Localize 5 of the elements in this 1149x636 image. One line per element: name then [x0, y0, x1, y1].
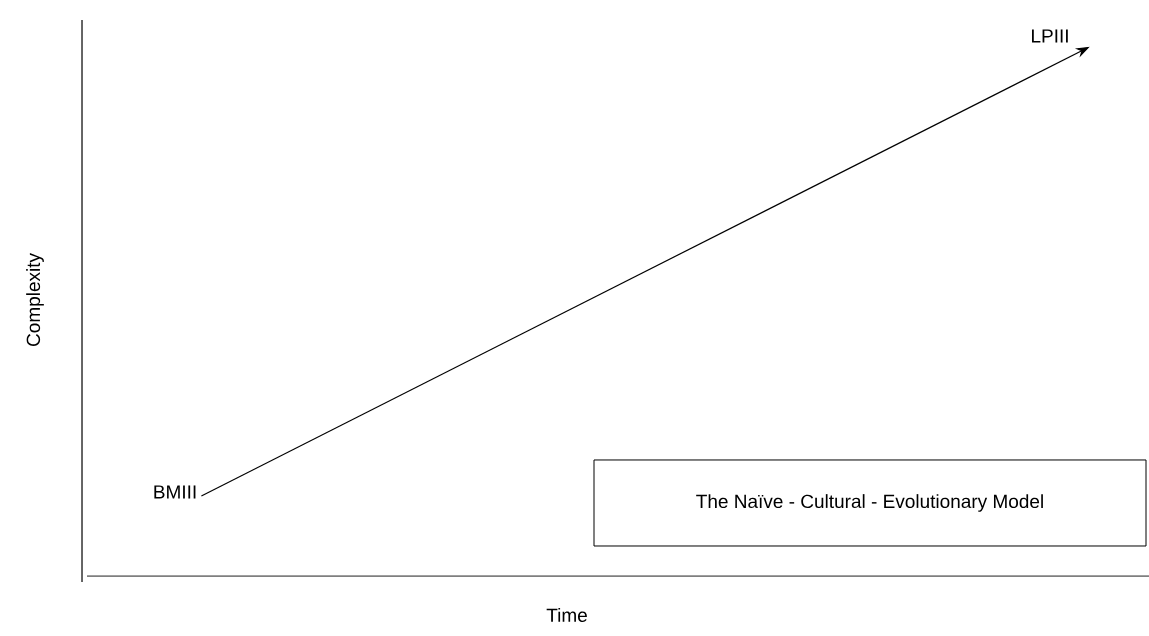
- axis-label: Time: [546, 608, 587, 622]
- point-label: BMIII: [154, 485, 196, 499]
- point-label: LPIII: [1032, 29, 1068, 43]
- axis-label: Complexity: [26, 253, 44, 346]
- model-box: The Naïve - Cultural - Evolutionary Model: [593, 459, 1147, 547]
